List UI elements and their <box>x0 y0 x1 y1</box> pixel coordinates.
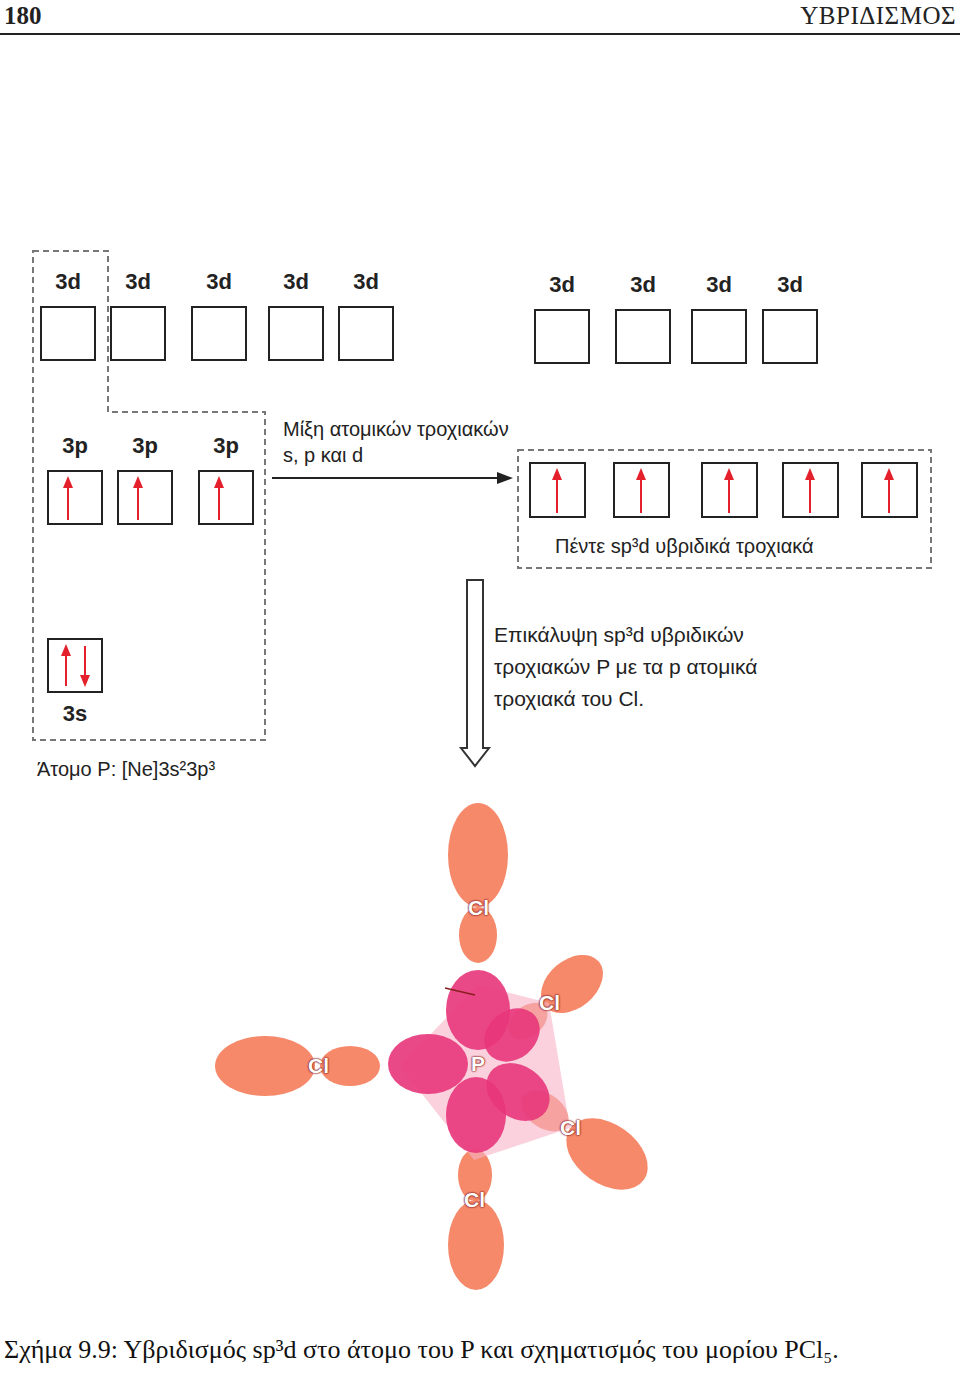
orbital-label: 3d <box>268 268 324 296</box>
pcl5-molecule <box>215 803 661 1290</box>
electron-spins <box>49 640 101 691</box>
atom-label: Cl <box>468 896 489 920</box>
atom-configuration: Άτομο P: [Ne]3s²3p³ <box>37 756 215 782</box>
orbital-label: 3d <box>615 271 671 299</box>
orbital-box: 3d <box>762 265 818 365</box>
electron-arrow <box>809 478 811 513</box>
orbital-square <box>47 470 103 525</box>
orbital-box: 3d <box>338 262 394 362</box>
figure-caption: Σχήμα 9.9: Υβριδισμός sp³d στο άτομο του… <box>4 1333 954 1367</box>
hybrid-square <box>702 463 757 517</box>
electron-spins <box>119 472 171 523</box>
hybrid-square <box>614 463 669 517</box>
orbital-label: 3s <box>47 700 103 728</box>
orbital-box: 3p <box>117 426 173 526</box>
orbital-label: 3d <box>762 271 818 299</box>
orbital-box: 3s <box>47 638 103 738</box>
electron-arrowhead <box>80 675 90 687</box>
electron-arrow <box>556 478 558 513</box>
overlap-note: Επικάλυψη sp³d υβριδικών τροχιακών P με … <box>494 619 794 715</box>
orbital-box: 3d <box>615 265 671 365</box>
orbital-box: 3d <box>268 262 324 362</box>
electron-arrowhead <box>884 468 894 480</box>
electron-arrowhead <box>805 468 815 480</box>
hybrid-caption: Πέντε sp³d υβριδικά τροχιακά <box>555 533 814 559</box>
electron-arrow <box>888 478 890 513</box>
orbital-label: 3d <box>40 268 96 296</box>
electron-arrow <box>84 646 86 677</box>
electron-arrowhead <box>133 476 143 488</box>
orbital-label: 3d <box>534 271 590 299</box>
electron-arrow <box>728 478 730 513</box>
electron-arrowhead <box>61 644 71 656</box>
electron-arrowhead <box>724 468 734 480</box>
orbital-square <box>110 306 166 361</box>
atom-label: P <box>471 1052 485 1076</box>
orbital-square <box>191 306 247 361</box>
orbital-square <box>117 470 173 525</box>
arrowhead <box>497 472 513 484</box>
orbital-label: 3d <box>338 268 394 296</box>
connector-label: Μίξη ατομικών τροχιακών s, p και d <box>283 416 511 468</box>
hybrid-square <box>783 463 838 517</box>
orbital-square <box>268 306 324 361</box>
page-number: 180 <box>4 1 42 31</box>
orbital-box: 3d <box>534 265 590 365</box>
header-rule <box>0 33 960 35</box>
electron-spins <box>49 472 101 523</box>
orbital-box: 3p <box>47 426 103 526</box>
orbital-box: 3d <box>40 262 96 362</box>
orbital-box: 3p <box>198 426 254 526</box>
orbital-box: 3d <box>191 262 247 362</box>
orbital-label: 3d <box>110 268 166 296</box>
orbital-square <box>762 309 818 364</box>
electron-arrow <box>67 486 69 520</box>
orbital-label: 3p <box>117 432 173 460</box>
atom-label: Cl <box>308 1054 329 1078</box>
connector <box>272 472 513 484</box>
orbital-square <box>338 306 394 361</box>
electron-arrowhead <box>636 468 646 480</box>
dashed-border <box>518 450 931 568</box>
orbital-label: 3d <box>691 271 747 299</box>
electron-arrow <box>218 486 220 520</box>
electron-arrow <box>137 486 139 520</box>
atom-label: Cl <box>560 1116 581 1140</box>
orbital-square <box>534 309 590 364</box>
electron-arrowhead <box>214 476 224 488</box>
orbital-square <box>40 306 96 361</box>
electron-arrowhead <box>552 468 562 480</box>
orbital-square <box>198 470 254 525</box>
electron-spins <box>200 472 252 523</box>
orbital-square <box>615 309 671 364</box>
running-head: ΥΒΡΙΔΙΣΜΟΣ <box>800 1 956 31</box>
orbital-square <box>691 309 747 364</box>
electron-arrowhead <box>63 476 73 488</box>
down-arrow <box>461 580 489 766</box>
orbital-square <box>47 638 103 693</box>
atom-label: Cl <box>539 991 560 1015</box>
orbital-label: 3p <box>198 432 254 460</box>
hybrid-square <box>530 463 585 517</box>
orbital-box: 3d <box>110 262 166 362</box>
hybrid-square <box>862 463 917 517</box>
dashed-border <box>33 251 265 740</box>
orbital-label: 3p <box>47 432 103 460</box>
electron-arrow <box>640 478 642 513</box>
electron-arrow <box>65 654 67 686</box>
orbital-box: 3d <box>691 265 747 365</box>
atom-label: Cl <box>464 1188 485 1212</box>
connector-line <box>272 477 499 479</box>
orbital-label: 3d <box>191 268 247 296</box>
hybrid-region: Πέντε sp³d υβριδικά τροχιακά <box>517 449 932 571</box>
